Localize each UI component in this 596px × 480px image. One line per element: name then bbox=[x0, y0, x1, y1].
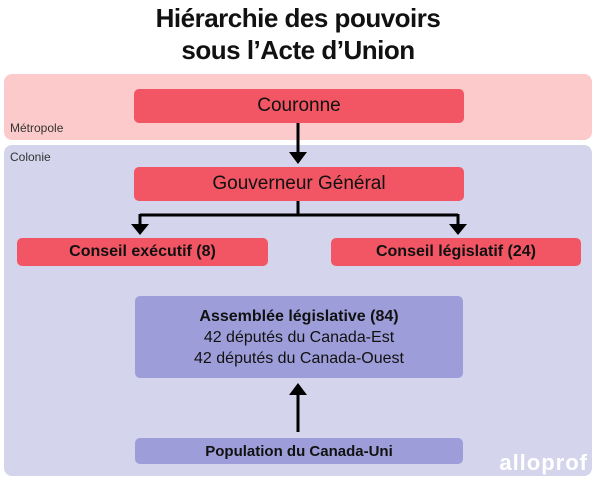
assemblee-title: Assemblée législative (84) bbox=[199, 307, 399, 325]
node-conseil-executif: Conseil exécutif (8) bbox=[17, 238, 268, 266]
title-line-1: Hiérarchie des pouvoirs bbox=[155, 3, 441, 33]
node-gouverneur-general: Gouverneur Général bbox=[134, 167, 464, 201]
node-couronne: Couronne bbox=[134, 89, 464, 123]
diagram-title: Hiérarchie des pouvoirs sous l’Acte d’Un… bbox=[0, 2, 596, 66]
node-population: Population du Canada-Uni bbox=[135, 438, 463, 464]
colonie-label: Colonie bbox=[10, 150, 51, 164]
node-conseil-legislatif: Conseil législatif (24) bbox=[331, 238, 581, 266]
assemblee-line-1: 42 députés du Canada-Est bbox=[203, 328, 395, 346]
title-line-2: sous l’Acte d’Union bbox=[181, 35, 415, 65]
node-assemblee-legislative: Assemblée législative (84) 42 députés du… bbox=[135, 296, 463, 378]
alloprof-logo: alloprof bbox=[499, 450, 588, 475]
assemblee-line-2: 42 députés du Canada-Ouest bbox=[194, 349, 404, 367]
metropole-label: Métropole bbox=[10, 121, 64, 135]
